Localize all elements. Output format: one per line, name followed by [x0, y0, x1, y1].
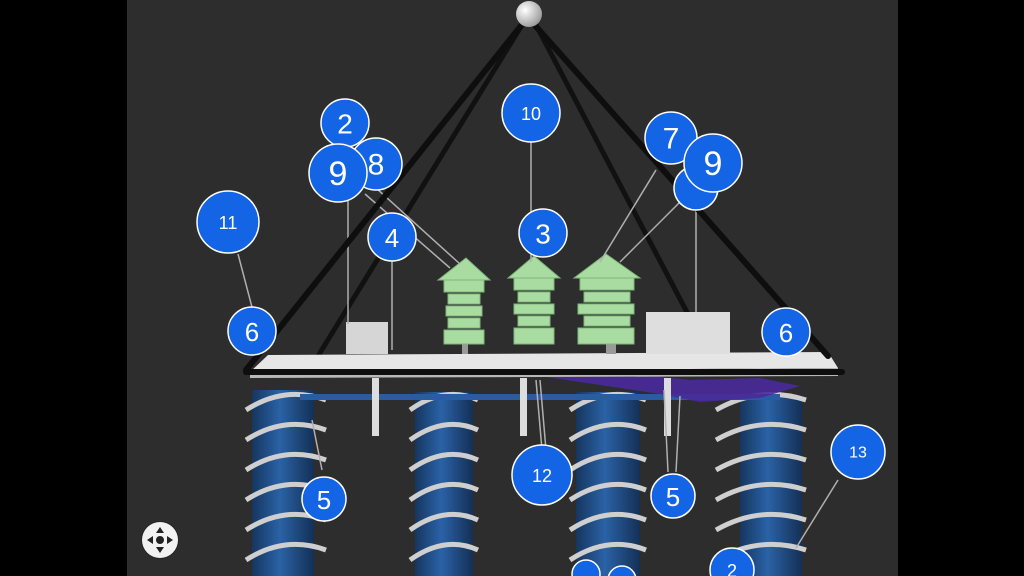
callout-5-partial[interactable]: 5 — [301, 476, 347, 522]
callout-13[interactable]: 13 — [830, 424, 886, 480]
coil-assemblies — [244, 390, 807, 576]
hanging-ball — [516, 1, 542, 27]
model-3 — [572, 253, 642, 345]
callout-label: 13 — [849, 445, 867, 462]
callout-label: 11 — [219, 213, 238, 233]
callout-6-right[interactable]: 6 — [761, 307, 811, 357]
callout-leader-lines — [237, 142, 839, 549]
callout-label: 2 — [727, 561, 737, 576]
callout-9-right[interactable]: 9 — [683, 133, 743, 193]
callout-11[interactable]: 11 — [196, 190, 260, 254]
back-frame-rods — [315, 22, 713, 359]
callout-2[interactable]: 2 — [320, 98, 370, 148]
navigation-arrows-icon — [147, 527, 173, 553]
callout-label: 5 — [666, 482, 680, 512]
model-2 — [506, 255, 562, 345]
callout-12[interactable]: 12 — [511, 444, 573, 506]
printed-models — [436, 253, 642, 345]
callout-label: 12 — [532, 466, 552, 486]
scene-canvas[interactable]: 2 8 9 10 7 — [127, 0, 898, 576]
callout-label: 10 — [521, 104, 541, 124]
callout-label: 2 — [337, 109, 353, 140]
callouts[interactable]: 2 8 9 10 7 — [196, 83, 886, 576]
callout-label: 6 — [779, 318, 793, 348]
callout-label: 9 — [704, 145, 723, 183]
callout-label: 5 — [317, 485, 331, 515]
letterbox-left — [0, 0, 127, 576]
model-1 — [436, 257, 492, 345]
callout-label: 4 — [385, 223, 399, 253]
callout-label: 3 — [535, 219, 551, 250]
coil-1 — [244, 390, 327, 576]
coil-3 — [568, 391, 647, 576]
under-deck-parts — [300, 372, 800, 436]
partial-bottom-discs — [571, 559, 637, 576]
callout-3[interactable]: 3 — [518, 208, 568, 258]
callout-label: 8 — [368, 149, 385, 182]
callout-10[interactable]: 10 — [501, 83, 561, 143]
letterbox-right — [898, 0, 1024, 576]
callout-label: 7 — [663, 123, 680, 156]
callout-label: 6 — [245, 317, 259, 347]
callout-5[interactable]: 5 — [650, 473, 696, 519]
move-arrows-icon[interactable] — [142, 522, 178, 558]
callout-2-partial[interactable]: 2 — [709, 547, 755, 576]
callout-9[interactable]: 9 — [308, 143, 368, 203]
callout-4[interactable]: 4 — [367, 212, 417, 262]
callout-label: 9 — [329, 155, 348, 193]
callout-6-left[interactable]: 6 — [227, 306, 277, 356]
3d-viewport[interactable]: 2 8 9 10 7 — [127, 0, 898, 576]
coil-2 — [408, 391, 480, 576]
